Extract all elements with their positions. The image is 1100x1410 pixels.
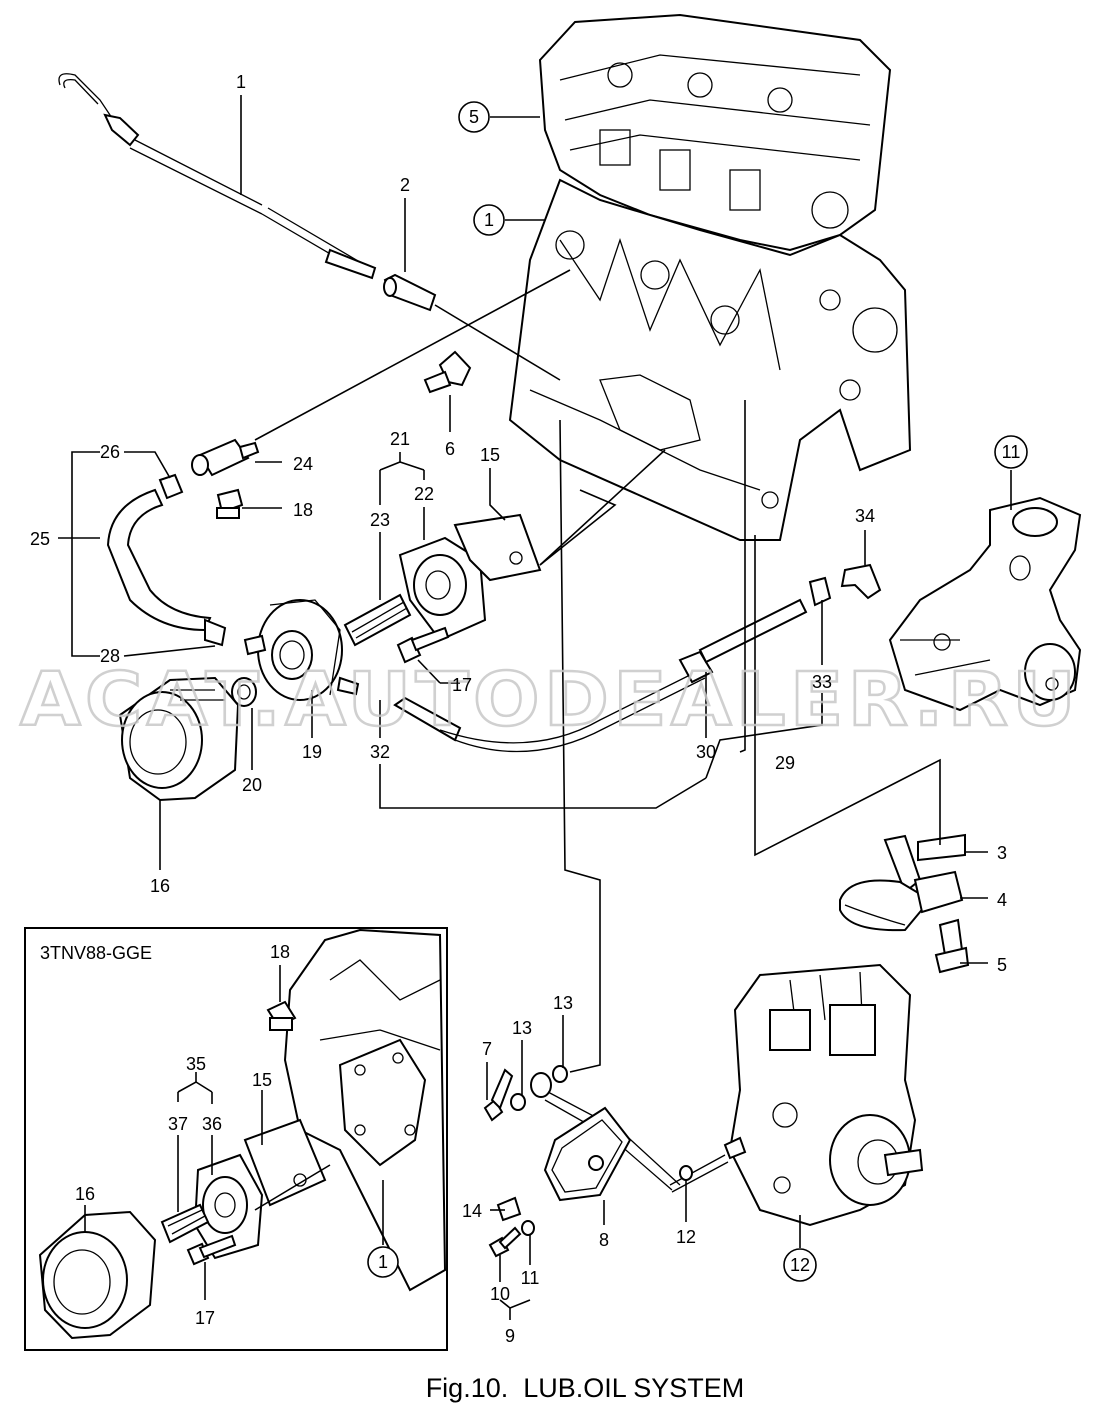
callout-6-oil-pressure-switch: 6 xyxy=(445,439,455,459)
circled-callouts: 5 1 11 12 1 xyxy=(367,101,1028,1282)
svg-text:11: 11 xyxy=(1002,442,1021,462)
pipe-union-illustration xyxy=(158,438,260,519)
oil-hose-illustration xyxy=(106,488,227,647)
circled-callout-5-cylinder-head: 5 xyxy=(458,101,490,133)
callout-17-bolt: 17 xyxy=(452,675,472,695)
circled-callout-11-oil-pump: 11 xyxy=(994,435,1028,469)
leader-lines xyxy=(58,95,1012,1320)
callout-inset-18: 18 xyxy=(270,942,290,962)
callout-11: 11 xyxy=(521,1268,540,1288)
callout-inset-15: 15 xyxy=(252,1070,272,1090)
callout-30: 30 xyxy=(696,742,716,762)
callout-2-dipstick-guide: 2 xyxy=(400,175,410,195)
callout-18: 18 xyxy=(293,500,313,520)
callout-13-a: 13 xyxy=(512,1018,532,1038)
callout-3: 3 xyxy=(997,843,1007,863)
inset-title: 3TNV88-GGE xyxy=(40,943,152,963)
elbow-fitting-illustration xyxy=(808,563,882,607)
callout-7: 7 xyxy=(482,1039,492,1059)
bolt-17-illustration xyxy=(396,626,450,664)
watermark: ACAT.AUTODEALER.RU xyxy=(20,657,1080,743)
engine-block-illustration xyxy=(508,13,912,541)
inset-box xyxy=(24,927,448,1351)
dipstick-illustration xyxy=(58,73,377,280)
callout-13-b: 13 xyxy=(553,993,573,1013)
callout-29: 29 xyxy=(775,753,795,773)
callout-inset-16: 16 xyxy=(75,1184,95,1204)
circled-callout-1-inset-block: 1 xyxy=(367,1246,399,1278)
oil-filter-illustration xyxy=(118,676,240,802)
oil-cooler-illustration xyxy=(231,599,360,707)
inset-illustration xyxy=(38,928,447,1340)
svg-text:1: 1 xyxy=(484,210,494,230)
callout-26: 26 xyxy=(100,442,120,462)
injection-oil-pipe-illustration xyxy=(530,1072,747,1202)
callout-23: 23 xyxy=(370,510,390,530)
callout-labels: 1 2 6 21 22 23 15 26 24 18 25 28 17 19 2… xyxy=(30,72,1007,1346)
callout-34: 34 xyxy=(855,506,875,526)
callout-inset-37: 37 xyxy=(168,1114,188,1134)
callout-4: 4 xyxy=(997,890,1007,910)
callout-12: 12 xyxy=(676,1227,696,1247)
inset-leader-lines xyxy=(84,965,384,1300)
callout-24: 24 xyxy=(293,454,313,474)
callout-21: 21 xyxy=(390,429,410,449)
callout-15-gasket: 15 xyxy=(480,445,500,465)
callout-20: 20 xyxy=(242,775,262,795)
callout-25-oil-hose: 25 xyxy=(30,529,50,549)
dipstick-guide-illustration xyxy=(383,273,437,312)
callout-8-oil-pipe: 8 xyxy=(599,1230,609,1250)
callout-inset-36: 36 xyxy=(202,1114,222,1134)
callout-inset-35: 35 xyxy=(186,1054,206,1074)
callout-19-oil-cooler: 19 xyxy=(302,742,322,762)
callout-32: 32 xyxy=(370,742,390,762)
callout-16-oil-filter: 16 xyxy=(150,876,170,896)
oil-pressure-switch-illustration xyxy=(423,350,472,394)
callout-5: 5 xyxy=(997,955,1007,975)
svg-text:5: 5 xyxy=(469,107,479,127)
injection-pump-illustration xyxy=(728,963,924,1227)
figure-caption: Fig.10. LUB.OIL SYSTEM xyxy=(426,1373,745,1403)
oil-strainer-illustration xyxy=(839,833,970,974)
circled-callout-12-injection-pump: 12 xyxy=(783,1248,817,1282)
callout-inset-17: 17 xyxy=(195,1308,215,1328)
oil-pump-illustration xyxy=(888,496,1082,712)
svg-text:12: 12 xyxy=(790,1255,810,1275)
callout-28: 28 xyxy=(100,646,120,666)
callout-14: 14 xyxy=(462,1201,482,1221)
callout-10: 10 xyxy=(490,1284,510,1304)
callout-1-dipstick: 1 xyxy=(236,72,246,92)
hardware-illustration xyxy=(483,1065,693,1258)
callout-22: 22 xyxy=(414,484,434,504)
filter-bracket-illustration xyxy=(343,513,542,647)
circled-callout-1-cylinder-block: 1 xyxy=(473,204,505,236)
callout-33: 33 xyxy=(812,672,832,692)
svg-text:1: 1 xyxy=(378,1252,388,1272)
oil-pipe-illustration xyxy=(393,598,808,753)
callout-9: 9 xyxy=(505,1326,515,1346)
